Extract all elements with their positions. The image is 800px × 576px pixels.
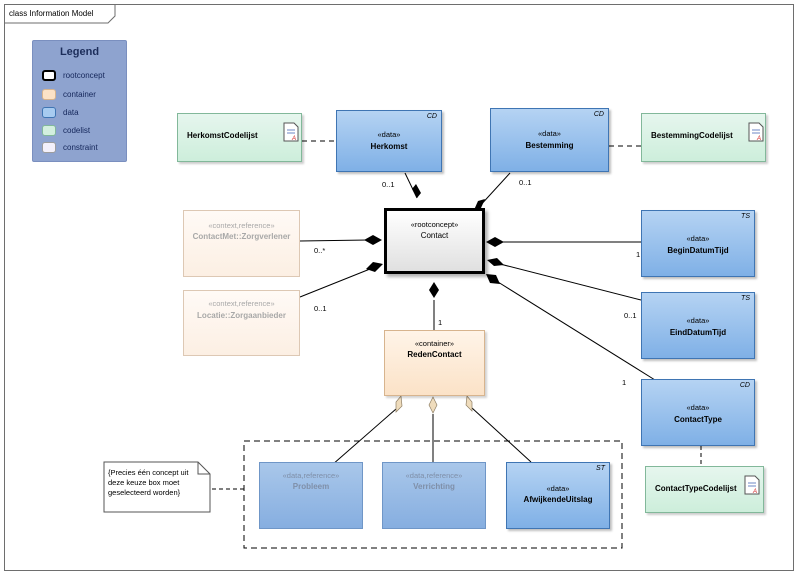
multiplicity-redencontact: 1 [438, 318, 443, 327]
multiplicity-begindatumtijd: 1 [636, 250, 641, 259]
diamond-contactmet [364, 235, 382, 245]
constraint-note: {Precies één concept uit deze keuze box … [108, 468, 204, 498]
class-tag: ST [596, 465, 605, 472]
class-stereotype: «data» [686, 403, 710, 412]
class-tag: CD [739, 382, 750, 389]
class-name: Contact [420, 231, 449, 240]
note-line: {Precies één concept uit [108, 468, 189, 477]
multiplicity-locatie: 0..1 [314, 304, 327, 313]
class-tag: CD [593, 111, 604, 118]
diamond-locatie [366, 262, 383, 272]
class-name: Probleem [292, 482, 330, 491]
class-herkomst-codelijst[interactable]: HerkomstCodelijst A [177, 113, 302, 162]
class-stereotype: «data» [686, 316, 710, 325]
diamond-herkomst [412, 184, 421, 198]
legend: Legend rootconcept container data codeli… [32, 40, 127, 162]
class-name: Herkomst [370, 142, 408, 151]
class-tag: TS [741, 295, 750, 302]
legend-label: container [63, 90, 96, 99]
class-herkomst[interactable]: CD «data» Herkomst [336, 110, 442, 172]
diamond-probleem [395, 395, 403, 413]
class-verrichting[interactable]: «data,reference» Verrichting [382, 462, 486, 529]
legend-swatch [42, 125, 56, 136]
class-stereotype: «data,reference» [282, 471, 340, 480]
document-icon: A [748, 122, 764, 142]
class-afwijkendeuitslag[interactable]: ST «data» AfwijkendeUitslag [506, 462, 610, 529]
class-bestemming[interactable]: CD «data» Bestemming [490, 108, 609, 172]
class-einddatumtijd[interactable]: TS «data» EindDatumTijd [641, 292, 755, 359]
class-name: ContactMet::Zorgverlener [192, 232, 291, 241]
class-name: Locatie::Zorgaanbieder [197, 311, 286, 320]
class-name: HerkomstCodelijst [187, 131, 258, 140]
class-name: Verrichting [413, 482, 455, 491]
class-stereotype: «container» [414, 339, 455, 348]
class-tag: TS [741, 213, 750, 220]
multiplicity-herkomst: 0..1 [382, 180, 395, 189]
legend-label: data [63, 108, 79, 117]
diamond-redencontact [429, 282, 439, 298]
diamond-verrichting [428, 396, 438, 414]
diamond-bestemming [474, 199, 485, 210]
diagram-title: class Information Model [9, 9, 94, 18]
class-stereotype: «rootconcept» [410, 220, 459, 229]
multiplicity-bestemming: 0..1 [519, 178, 532, 187]
class-contactmet-zorgverlener[interactable]: «context,reference» ContactMet::Zorgverl… [183, 210, 300, 277]
multiplicity-contactmet: 0..* [314, 246, 326, 255]
class-name: BeginDatumTijd [667, 246, 729, 255]
legend-swatch [42, 70, 56, 81]
class-name: BestemmingCodelijst [651, 131, 733, 140]
diamond-einddatumtijd [487, 258, 504, 266]
diamond-begindatumtijd [486, 237, 504, 247]
class-name: AfwijkendeUitslag [523, 495, 593, 504]
class-stereotype: «data» [546, 484, 570, 493]
legend-swatch [42, 107, 56, 118]
note-line: geselecteerd worden} [108, 488, 181, 497]
class-redencontact[interactable]: «container» RedenContact [384, 330, 485, 396]
legend-label: constraint [63, 143, 98, 152]
diamond-afwijkendeuitslag [465, 395, 473, 412]
class-stereotype: «data» [686, 234, 710, 243]
class-name: ContactTypeCodelijst [655, 484, 737, 493]
class-stereotype: «context,reference» [208, 299, 275, 308]
class-contacttype[interactable]: CD «data» ContactType [641, 379, 755, 446]
svg-text:A: A [752, 489, 757, 495]
legend-label: codelist [63, 126, 91, 135]
class-name: ContactType [674, 415, 722, 424]
svg-text:A: A [756, 136, 761, 142]
multiplicity-einddatumtijd: 0..1 [624, 311, 637, 320]
class-tag: CD [426, 113, 437, 120]
document-icon: A [744, 475, 760, 495]
class-stereotype: «context,reference» [208, 221, 275, 230]
class-begindatumtijd[interactable]: TS «data» BeginDatumTijd [641, 210, 755, 277]
legend-title: Legend [59, 46, 100, 58]
class-contacttype-codelijst[interactable]: ContactTypeCodelijst A [645, 466, 764, 513]
class-name: Bestemming [525, 141, 574, 150]
class-contact[interactable]: «rootconcept» Contact [384, 208, 485, 274]
legend-swatch [42, 142, 56, 153]
class-name: RedenContact [407, 350, 462, 359]
choice-box [243, 440, 623, 549]
note-line: deze keuze box moet [108, 478, 180, 487]
document-icon: A [283, 122, 299, 142]
class-stereotype: «data» [377, 130, 401, 139]
class-probleem[interactable]: «data,reference» Probleem [259, 462, 363, 529]
class-stereotype: «data» [538, 129, 561, 138]
class-name: EindDatumTijd [669, 328, 727, 337]
legend-swatch [42, 89, 56, 100]
legend-label: rootconcept [63, 71, 105, 80]
multiplicity-contacttype: 1 [622, 378, 627, 387]
class-locatie-zorgaanbieder[interactable]: «context,reference» Locatie::Zorgaanbied… [183, 290, 300, 356]
note-shape [103, 461, 211, 513]
class-stereotype: «data,reference» [405, 471, 463, 480]
class-bestemming-codelijst[interactable]: BestemmingCodelijst A [641, 113, 766, 162]
svg-text:A: A [291, 136, 296, 142]
diagram-frame [4, 4, 794, 571]
diagram-frame-tab [4, 4, 116, 24]
diamond-contacttype [486, 274, 500, 284]
